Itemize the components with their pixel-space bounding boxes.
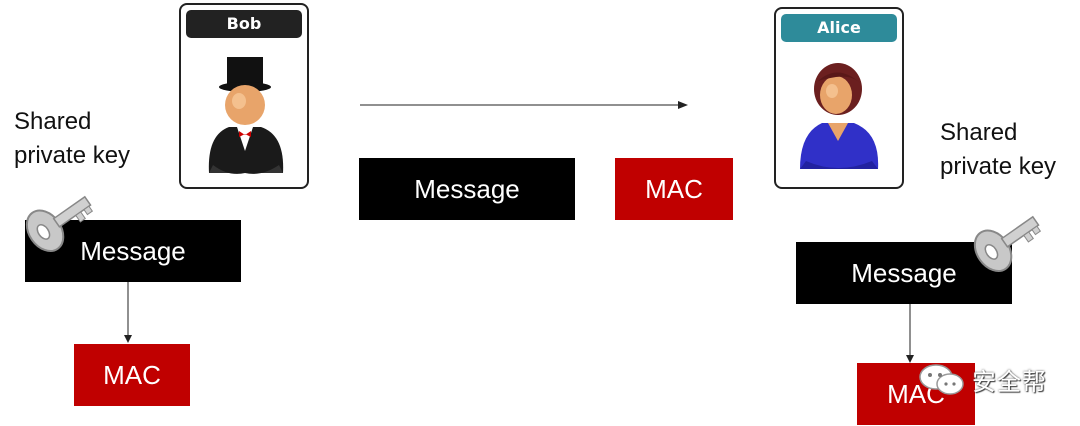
- right-arrow: [906, 304, 914, 363]
- transit-message-box: Message: [359, 158, 575, 220]
- transit-mac-box: MAC: [615, 158, 733, 220]
- person-woman-icon: [800, 63, 879, 169]
- key-icon: [25, 195, 94, 252]
- watermark-text: 安全帮: [972, 368, 1047, 396]
- left-label-line1: Shared: [14, 108, 92, 135]
- right-shared-key-label: Shared private key: [940, 116, 1056, 184]
- bob-name: Bob: [186, 10, 302, 38]
- watermark: 安全帮: [918, 362, 1047, 397]
- right-mac-box: MAC: [857, 363, 975, 425]
- left-arrow: [124, 282, 132, 343]
- wechat-icon: [919, 363, 964, 395]
- left-shared-key-label: Shared private key: [14, 105, 130, 173]
- right-label-line1: Shared: [940, 119, 1018, 146]
- bob-card: Bob: [179, 3, 309, 189]
- left-label-line2: private key: [14, 142, 131, 169]
- transit-arrow: [360, 101, 688, 109]
- right-label-line2: private key: [940, 153, 1057, 180]
- left-mac-box: MAC: [74, 344, 190, 406]
- person-top-hat-icon: [208, 57, 284, 174]
- alice-name: Alice: [781, 14, 897, 42]
- alice-card: Alice: [774, 7, 904, 189]
- key-icon: [973, 215, 1042, 272]
